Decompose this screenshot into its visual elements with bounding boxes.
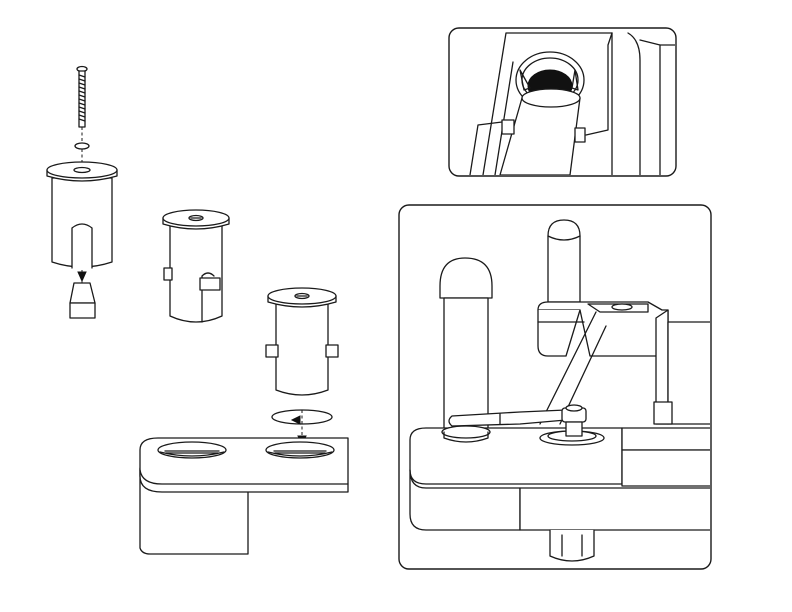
ratchet-wrench bbox=[448, 404, 587, 437]
long-screw bbox=[76, 65, 88, 128]
post-cap bbox=[439, 257, 493, 299]
step-3-insert-into-plate bbox=[139, 287, 349, 555]
flanged-bushing bbox=[46, 161, 118, 269]
step-2-assembled-bushing bbox=[162, 209, 230, 323]
step-1-bushing-with-screw bbox=[46, 65, 118, 319]
arrow-down-icon bbox=[77, 271, 87, 283]
tall-post bbox=[443, 297, 489, 433]
bushing-inserting bbox=[265, 287, 339, 396]
detail-view-top-right bbox=[448, 27, 677, 177]
detail-view-bottom-right bbox=[398, 204, 712, 570]
mounting-plate bbox=[139, 437, 349, 555]
square-nut bbox=[69, 282, 96, 319]
rear-post bbox=[547, 219, 581, 303]
washer bbox=[74, 142, 90, 150]
